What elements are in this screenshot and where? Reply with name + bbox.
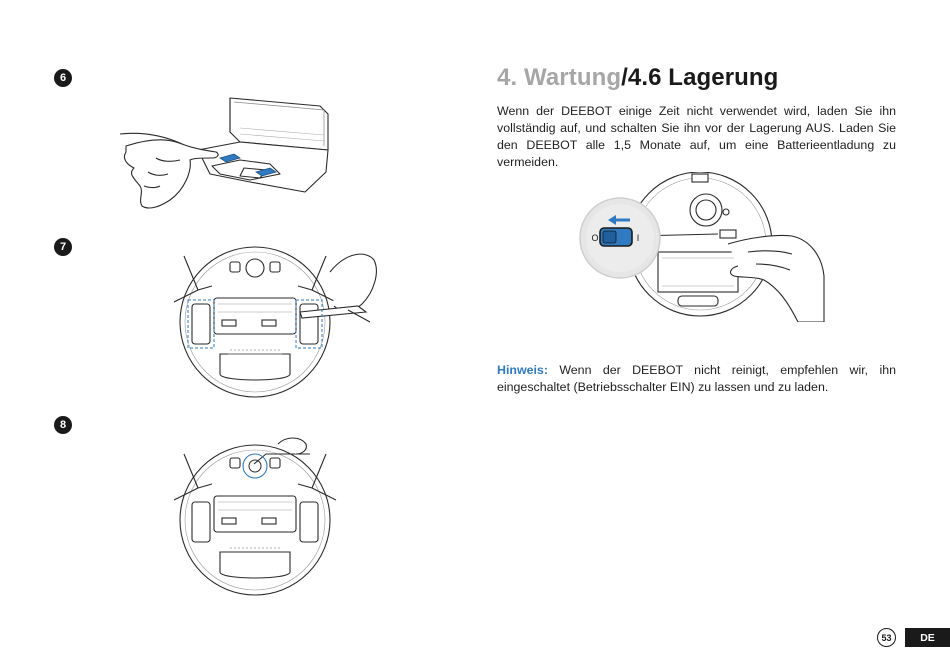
chapter-title: 4. Wartung	[497, 64, 622, 91]
language-tab: DE	[905, 628, 950, 647]
storage-instructions: Wenn der DEEBOT einige Zeit nicht verwen…	[497, 104, 896, 169]
step-8-badge: 8	[54, 416, 72, 434]
step-7-illustration	[170, 242, 380, 402]
charging-dock-illustration	[120, 97, 329, 209]
switch-on-label: I	[637, 233, 640, 243]
note-label: Hinweis:	[497, 363, 548, 377]
step-7-badge: 7	[54, 238, 72, 256]
switch-off-label: O	[591, 233, 598, 243]
robot-underside-brushes-illustration	[173, 246, 377, 398]
page-number: 53	[877, 628, 896, 647]
power-switch-illustration: O I	[578, 172, 828, 322]
section-title: /4.6 Lagerung	[621, 64, 779, 91]
note-paragraph: Hinweis: Wenn der DEEBOT nicht reinigt, …	[497, 362, 896, 396]
step-8-illustration	[170, 436, 350, 598]
step-6-illustration	[120, 88, 340, 220]
note-text: Wenn der DEEBOT nicht reinigt, empfehlen…	[497, 363, 896, 394]
page-title: 4. Wartung/4.6 Lagerung	[497, 64, 778, 92]
robot-underside-caster-illustration	[173, 437, 337, 596]
step-6-badge: 6	[54, 69, 72, 87]
